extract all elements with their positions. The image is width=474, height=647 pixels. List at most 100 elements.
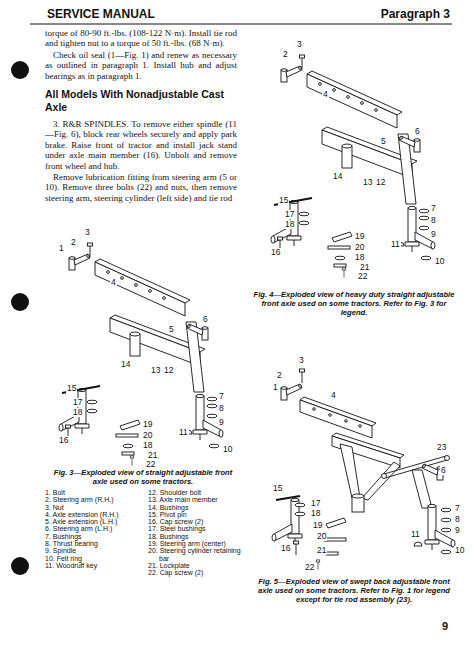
callout-number: 12 (375, 178, 386, 187)
page-number: 9 (442, 620, 448, 632)
figure-caption: Fig. 4—Exploded view of heavy duty strai… (252, 290, 456, 317)
callout-number: 16 (270, 248, 281, 257)
legend-item: 22. Cap screw (2) (148, 569, 244, 576)
callout-number: 6 (440, 466, 447, 475)
callout-number: 10 (454, 546, 465, 555)
callout-number: 18 (354, 253, 365, 262)
callout-number: 20 (142, 431, 153, 440)
callout-number: 8 (218, 404, 225, 413)
callout-number: 11 (390, 240, 401, 249)
fig3-axle-drawing (59, 243, 223, 466)
callout-number: 3 (296, 40, 303, 49)
callout-number: 15 (278, 196, 289, 205)
legend-item: 20. Steering cylinder retaining bar (148, 547, 244, 562)
legend-item: 9. Spindle (45, 547, 145, 554)
callout-number: 20 (316, 532, 327, 541)
callout-number: 1 (58, 244, 65, 253)
fig5-axle-drawing (272, 369, 455, 570)
callout-number: 4 (110, 278, 117, 287)
callout-number: 7 (218, 392, 225, 401)
callout-number: 13 (362, 178, 373, 187)
legend-item: 14. Bushings (148, 504, 244, 511)
callout-number: 7 (430, 204, 437, 213)
callout-number: 15 (272, 484, 283, 493)
legend-column: 12. Shoulder bolt13. Axle main member14.… (148, 489, 244, 577)
callout-number: 7 (454, 504, 461, 513)
callout-number: 17 (284, 210, 295, 219)
callout-number: 18 (72, 408, 83, 417)
callout-number: 9 (430, 230, 437, 239)
callout-number: 22 (145, 460, 156, 469)
callout-number: 17 (72, 398, 83, 407)
legend-item: 11. Woodruff key (45, 562, 145, 569)
legend-item: 12. Shoulder bolt (148, 489, 244, 496)
callout-number: 17 (310, 499, 321, 508)
callout-number: 18 (142, 441, 153, 450)
body-paragraph: Check oil seal (1—Fig. 1) and renew as n… (45, 50, 237, 81)
callout-number: 8 (430, 216, 437, 225)
legend-item: 17. Steel bushings (148, 525, 244, 532)
legend-item: 19. Steering arm (center) (148, 540, 244, 547)
body-paragraph: 3. R&R SPINDLES. To remove either spindl… (45, 119, 237, 171)
callout-number: 4 (330, 391, 337, 400)
legend-item: 18. Bushings (148, 533, 244, 540)
callout-number: 3 (298, 356, 305, 365)
legend-item: 21. Lockplate (148, 562, 244, 569)
legend-item: 3. Nut (45, 504, 145, 511)
page-paragraph-ref: Paragraph 3 (381, 7, 450, 21)
callout-number: 13 (150, 366, 161, 375)
callout-number: 16 (280, 544, 291, 553)
callout-number: 22 (304, 563, 315, 572)
figure-caption: Fig. 5—Exploded view of swept back adjus… (252, 577, 456, 604)
legend-item: 2. Steering arm (R.H.) (45, 496, 145, 503)
body-paragraph: Remove lubrication fitting from steering… (45, 172, 237, 203)
callout-number: 9 (218, 418, 225, 427)
callout-number: 4 (322, 90, 329, 99)
legend-item: 8. Thrust bearing (45, 540, 145, 547)
callout-number: 21 (316, 546, 327, 555)
callout-number: 11 (178, 428, 189, 437)
legend-column: 1. Bolt2. Steering arm (R.H.)3. Nut4. Ax… (45, 489, 145, 569)
callout-number: 2 (282, 50, 289, 59)
callout-number: 14 (120, 360, 131, 369)
callout-number: 12 (163, 366, 174, 375)
legend-item: 13. Axle main member (148, 496, 244, 503)
legend-item: 5. Axle extension (L.H.) (45, 518, 145, 525)
legend-item: 15. Pivot pin (148, 511, 244, 518)
callout-number: 20 (354, 243, 365, 252)
legend-item: 6. Steering arm (L.H.) (45, 525, 145, 532)
callout-number: 23 (436, 443, 447, 452)
legend-item: 10. Felt ring (45, 555, 145, 562)
callout-number: 16 (58, 436, 69, 445)
callout-number: 9 (454, 526, 461, 535)
callout-number: 19 (142, 420, 153, 429)
callout-number: 10 (222, 445, 233, 454)
text-column: torque of 80-90 ft.-lbs. (108-122 N·m). … (45, 28, 237, 204)
callout-number: 22 (357, 272, 368, 281)
callout-number: 10 (434, 257, 445, 266)
callout-number: 5 (168, 325, 175, 334)
body-paragraph: torque of 80-90 ft.-lbs. (108-122 N·m). … (45, 28, 237, 49)
callout-number: 15 (66, 384, 77, 393)
figure-caption: Fig. 3—Exploded view of straight adjusta… (50, 468, 236, 486)
fig4-axle-drawing (271, 55, 435, 278)
legend-item: 16. Cap screw (2) (148, 518, 244, 525)
callout-number: 6 (202, 315, 209, 324)
callout-number: 18 (284, 220, 295, 229)
callout-number: 3 (84, 228, 91, 237)
callout-number: 19 (354, 232, 365, 241)
callout-number: 21 (147, 451, 158, 460)
callout-number: 6 (414, 127, 421, 136)
legend-item: 7. Bushings (45, 533, 145, 540)
legend-item: 4. Axle extension (R.H.) (45, 511, 145, 518)
callout-number: 2 (276, 371, 283, 380)
callout-number: 18 (310, 509, 321, 518)
callout-number: 11 (410, 530, 421, 539)
callout-number: 21 (359, 263, 370, 272)
page-header: SERVICE MANUAL (47, 7, 155, 21)
callout-number: 14 (332, 172, 343, 181)
section-heading: All Models With Nonadjustable Cast Axle (45, 88, 237, 114)
callout-number: 8 (454, 515, 461, 524)
callout-number: 2 (70, 238, 77, 247)
